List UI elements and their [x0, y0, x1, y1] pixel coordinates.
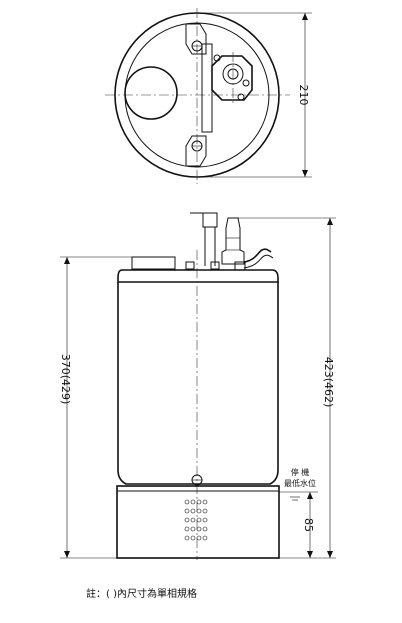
- strainer-hole: [190, 535, 196, 541]
- strainer-hole: [190, 508, 196, 514]
- strainer-hole: [190, 517, 196, 523]
- flange-bolt-3: [237, 93, 245, 101]
- dimension-overall-height: 423(462): [228, 217, 336, 559]
- discharge-outlet: [124, 66, 178, 120]
- strainer-holes: [184, 499, 208, 541]
- top-width-arrow-lower: [302, 170, 308, 177]
- top-bolt-mid: [210, 261, 220, 270]
- strainer-hole: [190, 526, 196, 532]
- strainer-hole: [202, 508, 208, 514]
- top-bolt-left: [185, 261, 195, 270]
- overall-height-label: 423(462): [322, 357, 335, 408]
- body-height-arrow-upper: [64, 257, 70, 264]
- body-height-label: 370(429): [59, 354, 72, 405]
- motor-housing: [117, 282, 279, 485]
- stop-level-annotation: 停 機 最低水位 85: [279, 467, 318, 558]
- strainer-hole: [202, 517, 208, 523]
- drawing-note: 註：( )內尺寸為單相規格: [86, 589, 197, 600]
- handle-bracket-bottom: [185, 135, 207, 167]
- motor-shoulder: [117, 269, 279, 283]
- handle-bracket-top: [185, 23, 207, 55]
- top-width-label: 210: [297, 85, 310, 106]
- overall-height-arrow-lower: [327, 551, 333, 558]
- strainer-hole: [196, 517, 202, 523]
- strainer-hole: [202, 499, 208, 505]
- handle-top: [201, 43, 213, 133]
- body-height-arrow-lower: [64, 551, 70, 558]
- strainer-base: [116, 485, 280, 559]
- strainer-hole: [202, 526, 208, 532]
- strainer-hole: [190, 499, 196, 505]
- dimension-body-height: 370(429): [59, 256, 132, 559]
- power-cable-inner: [243, 254, 274, 269]
- flange-bolt-1: [213, 54, 221, 62]
- strainer-hole: [184, 517, 190, 523]
- stop-level-label-line2: 最低水位: [284, 478, 316, 488]
- low-level-arrow-lower: [307, 551, 313, 558]
- handle-grip: [202, 212, 218, 228]
- strainer-hole: [184, 526, 190, 532]
- power-cable: [243, 248, 272, 263]
- low-level-arrow-upper: [307, 492, 313, 499]
- strainer-hole: [184, 535, 190, 541]
- strainer-hole: [196, 508, 202, 514]
- discharge-flange: [131, 256, 176, 270]
- strainer-hole: [196, 535, 202, 541]
- overall-height-arrow-upper: [327, 218, 333, 225]
- top-view: [105, 8, 290, 184]
- cable-gland-flange: [211, 55, 253, 101]
- strainer-hole: [196, 499, 202, 505]
- low-level-label: 85: [302, 518, 315, 532]
- dimension-top-width: 210: [200, 12, 312, 178]
- stop-level-label-line1: 停 機: [291, 467, 310, 477]
- strainer-hole: [184, 499, 190, 505]
- strainer-hole: [196, 526, 202, 532]
- strainer-hole: [184, 508, 190, 514]
- strainer-hole: [202, 535, 208, 541]
- side-view: [116, 212, 280, 560]
- cable-gland-body: [221, 217, 245, 265]
- flange-bolt-2: [242, 79, 250, 87]
- top-width-arrow-upper: [302, 13, 308, 20]
